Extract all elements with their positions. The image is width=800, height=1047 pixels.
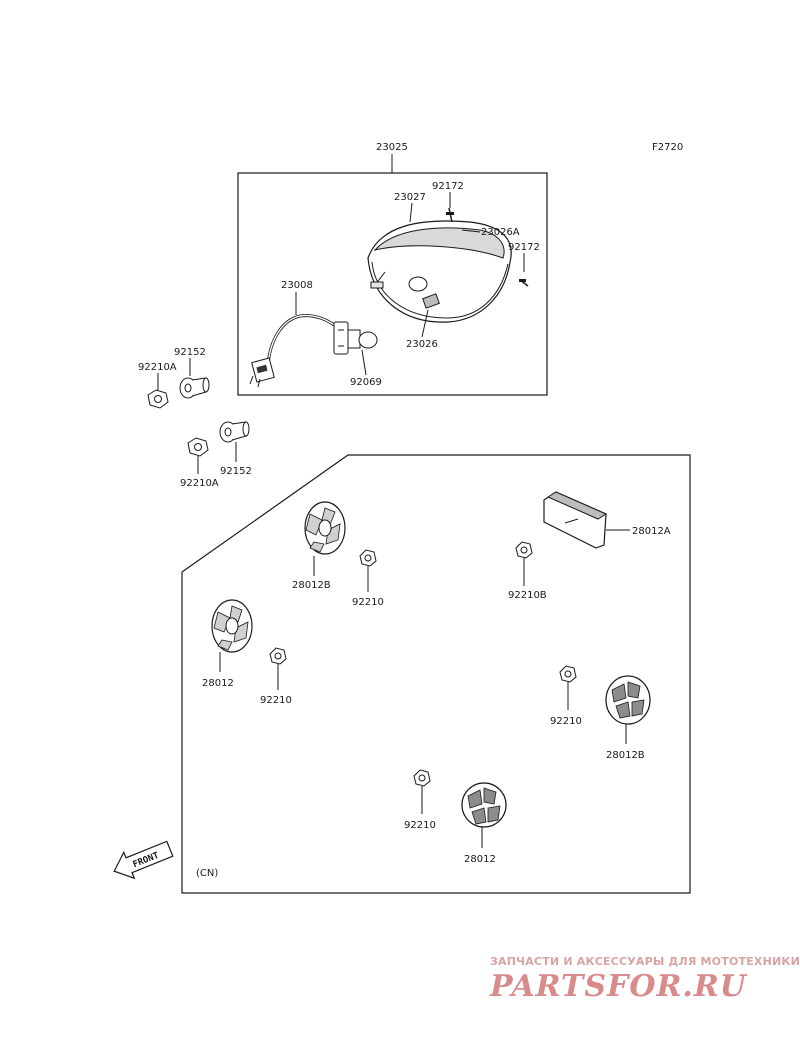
label-bulb: 92069 (350, 377, 382, 388)
reflector-box (181, 454, 691, 894)
label-collar-lower: 92152 (220, 466, 252, 477)
reflector-bottom (461, 782, 507, 828)
label-reflector-right: 28012B (606, 750, 645, 761)
label-wire-harness: 23008 (281, 280, 313, 291)
label-collar-upper: 92152 (174, 347, 206, 358)
nut-right (559, 665, 577, 683)
nut-lower (187, 437, 209, 457)
label-housing: 23027 (394, 192, 426, 203)
nut-bottom (413, 769, 431, 787)
label-headlight-assembly: 23025 (376, 142, 408, 153)
label-nut-rear: 92210B (508, 590, 547, 601)
label-socket: 23026 (406, 339, 438, 350)
label-reflector-left: 28012 (202, 678, 234, 689)
figure-code: F2720 (652, 142, 683, 153)
label-screw-top: 92172 (432, 181, 464, 192)
label-screw-right: 92172 (508, 242, 540, 253)
label-rim: 23026A (481, 227, 520, 238)
nut-rear (515, 541, 533, 559)
reflector-rear (543, 491, 608, 549)
headlight-housing (367, 220, 512, 323)
reflector-right (605, 675, 651, 725)
label-nut-bottom: 92210 (404, 820, 436, 831)
watermark-tagline: ЗАПЧАСТИ И АКСЕССУАРЫ ДЛЯ МОТОТЕХНИКИ (490, 955, 800, 968)
label-nut-mid-left: 92210 (260, 695, 292, 706)
label-nut-upper: 92210A (138, 362, 177, 373)
label-nut-mid-upper: 92210 (352, 597, 384, 608)
reflector-left (211, 599, 253, 653)
label-reflector-front-upper: 28012B (292, 580, 331, 591)
screw-top (446, 207, 454, 223)
nut-upper (147, 389, 169, 409)
wire-harness (249, 314, 342, 388)
label-nut-lower: 92210A (180, 478, 219, 489)
collar-upper (179, 377, 210, 399)
bulb (333, 321, 378, 355)
nut-mid-left (269, 647, 287, 665)
front-arrow: FRONT (113, 840, 174, 880)
region-note: (CN) (196, 868, 218, 879)
label-reflector-rear: 28012A (632, 526, 671, 537)
label-reflector-bottom: 28012 (464, 854, 496, 865)
reflector-front-upper (304, 501, 346, 555)
collar-lower (219, 421, 250, 443)
nut-mid-upper (359, 549, 377, 567)
watermark-brand: PARTSFOR.RU (489, 969, 748, 1004)
screw-right (519, 279, 529, 287)
label-nut-right: 92210 (550, 716, 582, 727)
